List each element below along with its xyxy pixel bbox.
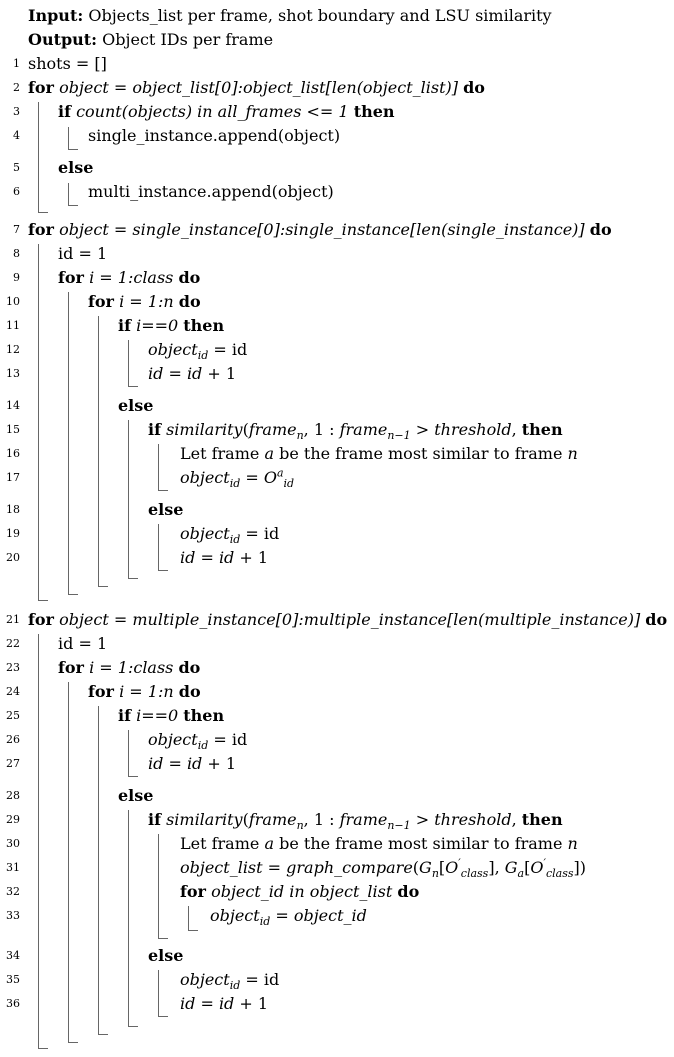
- line-number: 4: [13, 129, 20, 142]
- scope-bar: [38, 102, 48, 213]
- line-text: id = 1: [58, 244, 108, 263]
- line-text: objectid = object_id: [210, 906, 367, 929]
- output-line: Output: Object IDs per frame: [28, 28, 273, 52]
- line-text: id = id + 1: [180, 548, 269, 567]
- line-text: single_instance.append(object): [88, 126, 341, 145]
- input-label: Input:: [28, 6, 84, 25]
- scope-bar: [68, 183, 78, 206]
- line-text: if i==0 then: [118, 316, 225, 335]
- line-text: if i==0 then: [118, 706, 225, 725]
- line-text: objectid = Oaid: [180, 466, 295, 491]
- line-number: 36: [6, 997, 20, 1010]
- line-number: 31: [6, 861, 20, 874]
- line-text: objectid = id: [148, 340, 248, 363]
- line-number: 30: [6, 837, 20, 850]
- line-number: 7: [13, 223, 20, 236]
- line-text: for i = 1:class do: [58, 268, 201, 287]
- line-number: 17: [6, 471, 20, 484]
- line-text: objectid = id: [180, 970, 280, 993]
- line-text: if similarity(framen, 1 : framen−1 > thr…: [148, 420, 563, 443]
- line-number: 33: [6, 909, 20, 922]
- line-number: 15: [6, 423, 20, 436]
- line-text: Let frame a be the frame most similar to…: [180, 444, 578, 463]
- line-text: else: [148, 946, 184, 965]
- scope-bar: [188, 906, 198, 931]
- line-text: else: [58, 158, 94, 177]
- line-text: for i = 1:n do: [88, 292, 201, 311]
- input-line: Input: Objects_list per frame, shot boun…: [28, 4, 552, 28]
- line-text: shots = []: [28, 54, 107, 73]
- line-number: 26: [6, 733, 20, 746]
- line-text: for i = 1:n do: [88, 682, 201, 701]
- line-text: else: [118, 396, 154, 415]
- line-number: 16: [6, 447, 20, 460]
- scope-bar: [128, 340, 138, 387]
- scope-bar: [98, 706, 108, 1035]
- line-number: 3: [13, 105, 20, 118]
- line-number: 27: [6, 757, 20, 770]
- scope-bar: [68, 682, 78, 1043]
- line-text: object_list = graph_compare(Gn[O′class],…: [180, 856, 586, 881]
- line-text: for object = single_instance[0]:single_i…: [28, 220, 612, 239]
- line-number: 9: [13, 271, 20, 284]
- line-number: 18: [6, 503, 20, 516]
- line-number: 5: [13, 161, 20, 174]
- line-text: if count(objects) in all_frames <= 1 the…: [58, 102, 395, 121]
- line-number: 35: [6, 973, 20, 986]
- line-text: multi_instance.append(object): [88, 182, 334, 201]
- input-text: Objects_list per frame, shot boundary an…: [88, 6, 552, 25]
- line-text: id = 1: [58, 634, 108, 653]
- scope-bar: [38, 244, 48, 601]
- line-number: 20: [6, 551, 20, 564]
- line-number: 28: [6, 789, 20, 802]
- line-number: 8: [13, 247, 20, 260]
- line-text: Let frame a be the frame most similar to…: [180, 834, 578, 853]
- line-number: 25: [6, 709, 20, 722]
- line-text: else: [148, 500, 184, 519]
- line-number: 21: [6, 613, 20, 626]
- scope-bar: [98, 316, 108, 587]
- scope-bar: [158, 970, 168, 1017]
- scope-bar: [158, 444, 168, 491]
- line-text: id = id + 1: [148, 364, 237, 383]
- line-number: 22: [6, 637, 20, 650]
- scope-bar: [68, 292, 78, 595]
- line-number: 2: [13, 81, 20, 94]
- line-number: 34: [6, 949, 20, 962]
- scope-bar: [68, 127, 78, 150]
- line-text: if similarity(framen, 1 : framen−1 > thr…: [148, 810, 563, 833]
- line-number: 12: [6, 343, 20, 356]
- scope-bar: [158, 524, 168, 571]
- scope-bar: [38, 634, 48, 1049]
- scope-bar: [158, 834, 168, 939]
- line-text: id = id + 1: [148, 754, 237, 773]
- line-text: for i = 1:class do: [58, 658, 201, 677]
- line-number: 19: [6, 527, 20, 540]
- line-number: 11: [6, 319, 20, 332]
- line-number: 24: [6, 685, 20, 698]
- line-number: 13: [6, 367, 20, 380]
- line-number: 10: [6, 295, 20, 308]
- line-number: 29: [6, 813, 20, 826]
- scope-bar: [128, 810, 138, 1027]
- line-text: objectid = id: [180, 524, 280, 547]
- line-text: id = id + 1: [180, 994, 269, 1013]
- line-text: for object = multiple_instance[0]:multip…: [28, 610, 668, 629]
- line-number: 6: [13, 185, 20, 198]
- line-text: for object_id in object_list do: [180, 882, 420, 901]
- line-text: for object = object_list[0]:object_list[…: [28, 78, 485, 97]
- line-number: 14: [6, 399, 20, 412]
- scope-bar: [128, 420, 138, 579]
- line-number: 23: [6, 661, 20, 674]
- line-number: 1: [13, 57, 20, 70]
- scope-bar: [128, 730, 138, 777]
- line-text: objectid = id: [148, 730, 248, 753]
- line-number: 32: [6, 885, 20, 898]
- output-text: Object IDs per frame: [102, 30, 274, 49]
- output-label: Output:: [28, 30, 98, 49]
- line-text: else: [118, 786, 154, 805]
